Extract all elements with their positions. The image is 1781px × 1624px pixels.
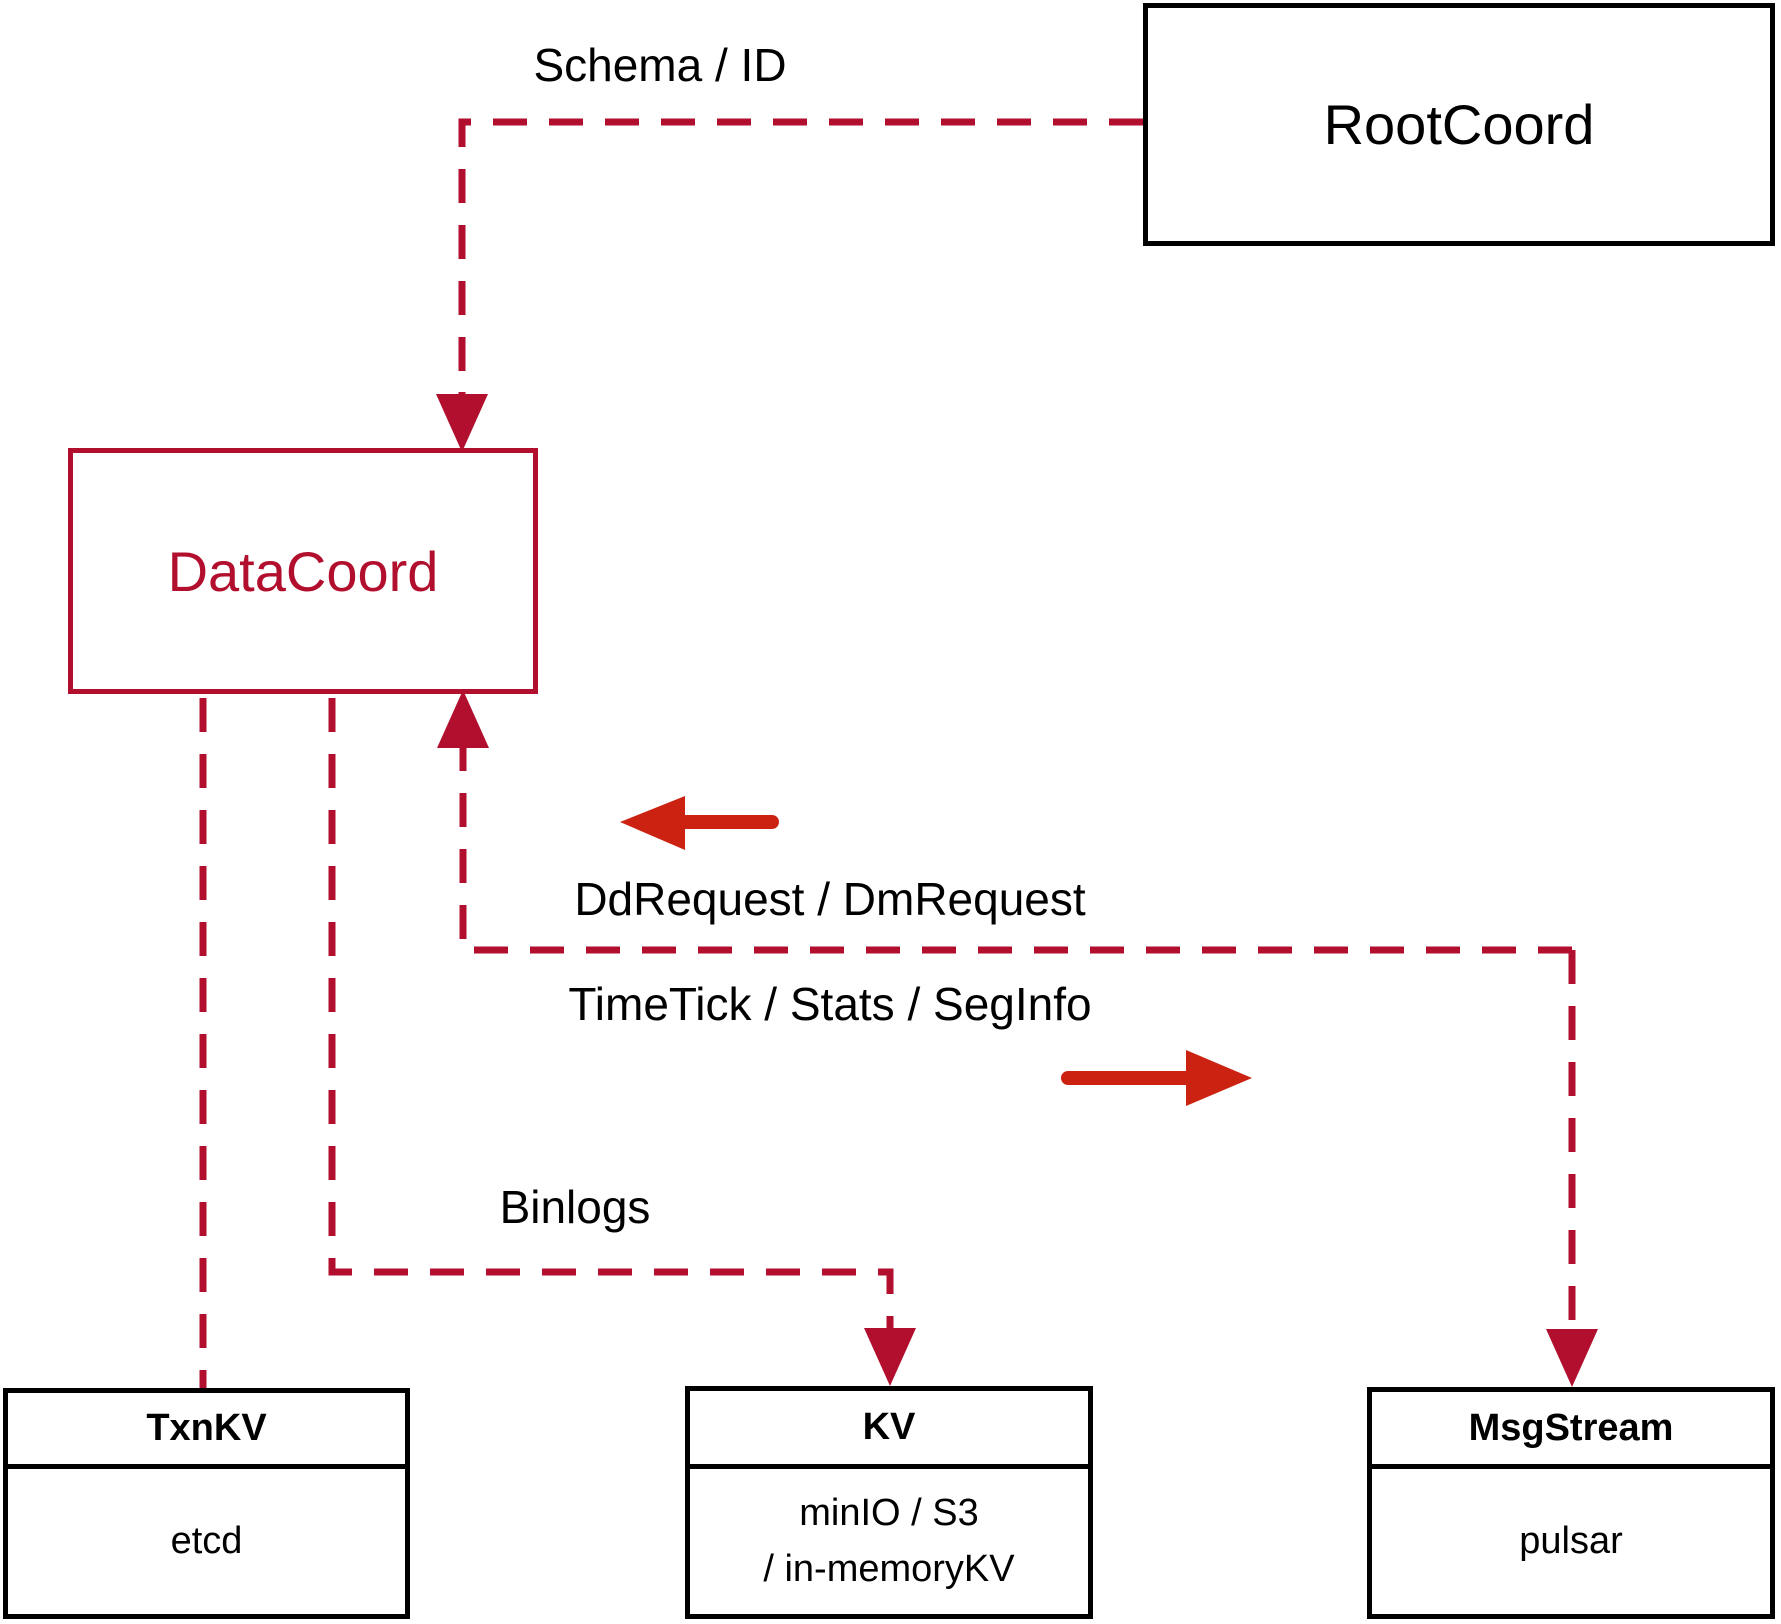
node-txnkv-detail: etcd — [8, 1469, 405, 1614]
produce-direction-arrow — [1061, 1050, 1252, 1106]
node-datacoord[interactable]: DataCoord — [68, 448, 538, 694]
edge-datacoord-to-kv — [328, 698, 916, 1386]
consume-direction-arrow — [620, 796, 779, 850]
node-datacoord-label: DataCoord — [167, 539, 439, 603]
node-rootcoord-label: RootCoord — [1323, 93, 1595, 156]
node-kv-detail: minIO / S3 / in-memoryKV — [690, 1469, 1088, 1614]
edge-rootcoord-to-datacoord — [436, 118, 1143, 452]
edge-label-binlogs: Binlogs — [499, 1181, 651, 1233]
node-kv-detail-line-1: minIO / S3 — [799, 1492, 979, 1535]
edge-label-timetick: TimeTick / Stats / SegInfo — [568, 978, 1092, 1030]
node-msgstream-detail-line: pulsar — [1519, 1519, 1623, 1562]
node-msgstream-label: MsgStream — [1372, 1392, 1770, 1469]
node-kv-label: KV — [690, 1391, 1088, 1469]
arrowhead-down-datacoord — [436, 394, 488, 452]
node-rootcoord[interactable]: RootCoord — [1143, 3, 1775, 246]
node-kv[interactable]: KV minIO / S3 / in-memoryKV — [685, 1386, 1093, 1619]
arrowhead-up-datacoord — [437, 690, 489, 748]
node-msgstream[interactable]: MsgStream pulsar — [1367, 1387, 1775, 1619]
arrowhead-down-msgstream — [1546, 1329, 1598, 1387]
edge-label-schema: Schema / ID — [533, 39, 787, 91]
node-kv-detail-line-2: / in-memoryKV — [763, 1547, 1015, 1590]
node-txnkv-detail-line: etcd — [170, 1519, 243, 1562]
edge-datacoord-to-msgstream — [1546, 950, 1598, 1387]
node-msgstream-detail: pulsar — [1372, 1469, 1770, 1614]
node-txnkv[interactable]: TxnKV etcd — [3, 1388, 410, 1619]
edge-label-ddrequest: DdRequest / DmRequest — [574, 873, 1086, 925]
arrowhead-down-kv — [864, 1328, 916, 1386]
node-txnkv-label: TxnKV — [8, 1393, 405, 1469]
